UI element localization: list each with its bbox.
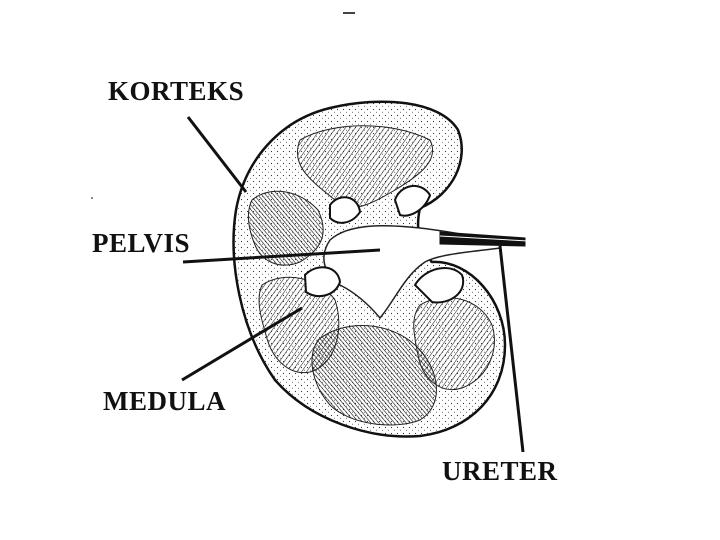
calyx-upper-left <box>329 196 362 224</box>
medulla-region-right <box>413 297 495 390</box>
renal-pelvis <box>323 224 501 320</box>
medulla-region-bottom <box>311 324 437 426</box>
calyx-lower-left <box>303 266 342 298</box>
pelvis-leader-line <box>182 248 381 264</box>
korteks-leader-line <box>186 116 248 193</box>
ureter-vessel-edge <box>439 235 529 242</box>
calyx-right <box>413 266 465 304</box>
label-pelvis: PELVIS <box>92 228 191 258</box>
label-ureter: URETER <box>442 456 558 486</box>
ureter-leader-line <box>498 245 525 453</box>
calyx-upper <box>393 185 432 217</box>
label-medula: MEDULA <box>103 386 226 416</box>
ureter-vessel <box>439 231 526 247</box>
medula-leader-line <box>181 306 303 382</box>
medulla-region-upper <box>296 125 433 208</box>
medulla-region-left <box>247 190 324 266</box>
stray-mark <box>91 197 93 199</box>
label-korteks: KORTEKS <box>108 76 245 106</box>
